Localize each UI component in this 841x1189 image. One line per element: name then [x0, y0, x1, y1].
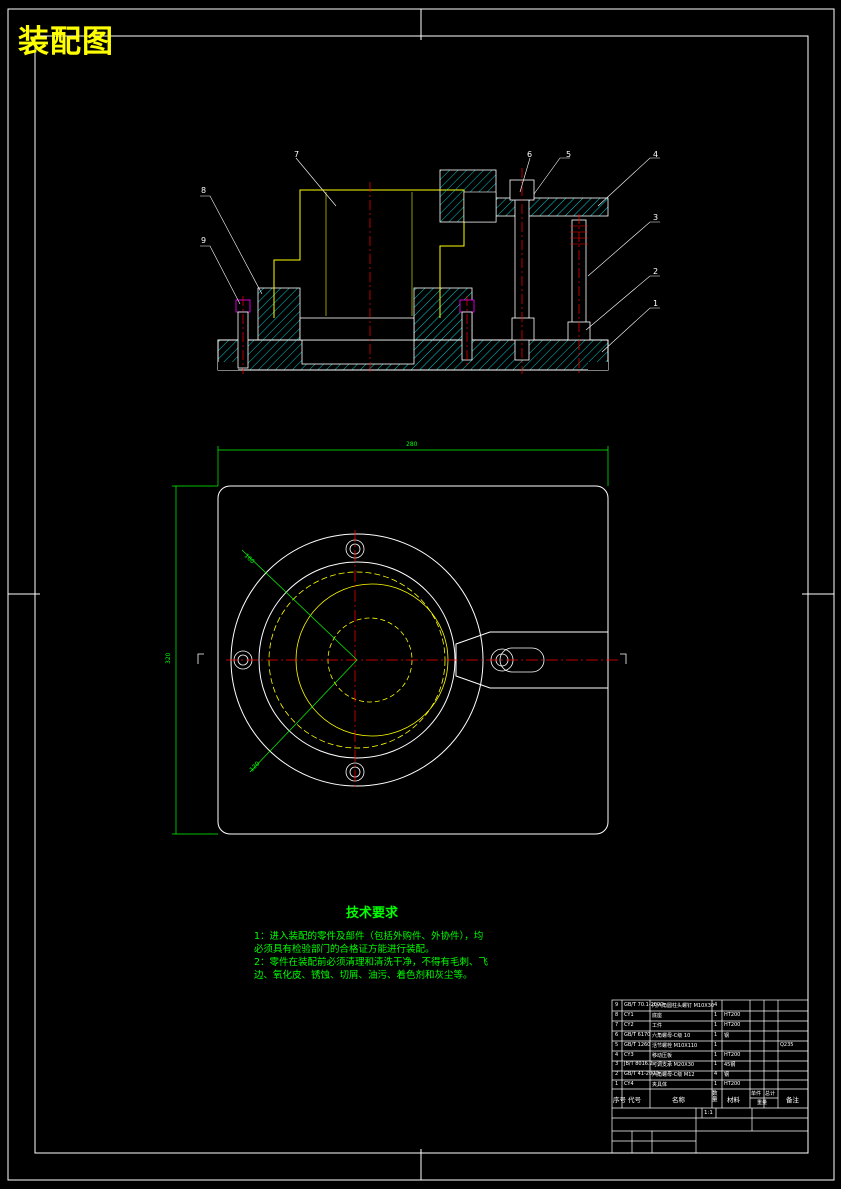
tech-requirement-line-1: 1：进入装配的零件及部件（包括外购件、外协件），均 — [254, 931, 484, 942]
bom-cell-name: 夹具体 — [652, 1082, 668, 1089]
bom-cell-qty: 1 — [714, 1051, 718, 1058]
bom-header-material: 材料 — [727, 1096, 740, 1104]
bracket-left-section — [257, 287, 301, 341]
bom-cell-no: 5 — [615, 1041, 619, 1048]
bom-cell-code: CY3 — [624, 1051, 634, 1058]
bom-cell-material: 钢 — [724, 1032, 730, 1039]
bom-cell-code: GB/T 6170 — [624, 1031, 651, 1038]
bom-header-unit-weight: 单件 — [751, 1091, 762, 1097]
bom-cell-qty: 1 — [714, 1011, 718, 1018]
bom-cell-qty: 1 — [714, 1081, 718, 1088]
bom-header-total-weight: 总计 — [765, 1091, 776, 1097]
bom-cell-name: 工件 — [652, 1022, 663, 1029]
bom-cell-code: CY1 — [624, 1011, 634, 1018]
clamp-arm-top — [455, 631, 609, 689]
bom-header-note: 备注 — [786, 1096, 799, 1104]
tech-requirements-title: 技术要求 — [346, 906, 399, 921]
bom-cell-qty: 4 — [714, 1071, 718, 1078]
bom-cell-qty: 1 — [714, 1021, 718, 1028]
section-view — [200, 157, 660, 374]
balloon-7: 7 — [294, 150, 299, 159]
bom-cell-no: 1 — [615, 1081, 619, 1088]
bom-cell-code: CY2 — [624, 1021, 634, 1028]
tech-requirement-line-3: 2：零件在装配前必须清理和清洗干净，不得有毛刺、飞 — [254, 957, 489, 968]
bom-cell-name: 内六角圆柱头螺钉 M10X30 — [652, 1003, 715, 1009]
balloon-1: 1 — [653, 299, 658, 308]
bom-header-qty: 数量 — [712, 1091, 718, 1103]
bom-cell-name: 可调支承 M20X30 — [652, 1062, 695, 1069]
bom-cell-name: 活节螺栓 M10X110 — [652, 1042, 698, 1049]
dim-diameter-1: 160 — [243, 552, 256, 565]
bom-header-code: 代号 — [628, 1096, 641, 1104]
bom-cell-code: GB/T 70.1-2000 — [624, 1002, 664, 1008]
tech-requirement-line-4: 边、氧化皮、锈蚀、切屑、油污、着色剂和灰尘等。 — [254, 970, 473, 981]
bom-cell-no: 4 — [615, 1051, 619, 1058]
balloon-8: 8 — [201, 186, 206, 195]
dim-height: 320 — [165, 652, 172, 664]
tech-requirement-line-2: 必须具有检验部门的合格证方能进行装配。 — [254, 944, 435, 955]
bom-cell-no: 8 — [615, 1011, 619, 1018]
balloon-9: 9 — [201, 236, 206, 245]
bom-cell-no: 3 — [615, 1061, 619, 1068]
balloon-2: 2 — [653, 267, 658, 276]
bom-cell-no: 7 — [615, 1021, 619, 1028]
bom-cell-name: 移动压板 — [652, 1052, 673, 1059]
top-view — [172, 446, 627, 835]
bom-cell-qty: 1 — [714, 1061, 718, 1068]
bom-cell-material: 45钢 — [724, 1062, 736, 1069]
bom-cell-code: CY4 — [624, 1081, 634, 1088]
bom-cell-no: 2 — [615, 1071, 619, 1078]
balloon-labels: 7 8 9 6 5 4 3 2 1 — [201, 150, 658, 308]
bom-cell-no: 6 — [615, 1031, 619, 1038]
workpiece-outline — [273, 189, 465, 318]
title-block — [611, 999, 809, 1154]
balloon-6: 6 — [527, 150, 532, 159]
bom-cell-code: JB/T 8016.2 — [624, 1061, 653, 1068]
bom-cell-code: GB/T 1260 — [624, 1041, 651, 1048]
bom-cell-material: HT200 — [724, 1011, 741, 1018]
balloon-4: 4 — [653, 150, 658, 159]
bom-cell-material: HT200 — [724, 1051, 741, 1058]
page-title: 装配图 — [18, 24, 114, 60]
sheet-border — [7, 8, 835, 1181]
dimension-labels: 280 320 160 120 — [165, 441, 418, 773]
bom-cell-note: Q235 — [780, 1041, 794, 1048]
dim-width: 280 — [406, 441, 418, 448]
bom-cell-qty: 1 — [714, 1041, 718, 1048]
bom-cell-name: 底座 — [652, 1012, 663, 1019]
bom-cell-name: 六角螺母-C级 10 — [652, 1032, 691, 1039]
bom-header-no: 序号 — [613, 1096, 626, 1104]
bom-header-weight: 重量 — [757, 1100, 768, 1106]
bom-cell-material: HT200 — [724, 1081, 741, 1088]
bom-header-name: 名称 — [672, 1096, 685, 1104]
balloon-3: 3 — [653, 213, 658, 222]
bom-cell-name: 六角螺母-C级 M12 — [652, 1072, 695, 1079]
bom-cell-qty: 1 — [714, 1031, 718, 1038]
bom-cell-no: 9 — [615, 1002, 619, 1008]
bom-cell-code: GB/T 41-2000 — [624, 1071, 659, 1078]
bom-cell-qty: 4 — [714, 1002, 718, 1008]
balloon-5: 5 — [566, 150, 571, 159]
scale-value: 1:1 — [704, 1110, 713, 1116]
bom-cell-material: 钢 — [724, 1072, 730, 1079]
bom-cell-material: HT200 — [724, 1021, 741, 1028]
